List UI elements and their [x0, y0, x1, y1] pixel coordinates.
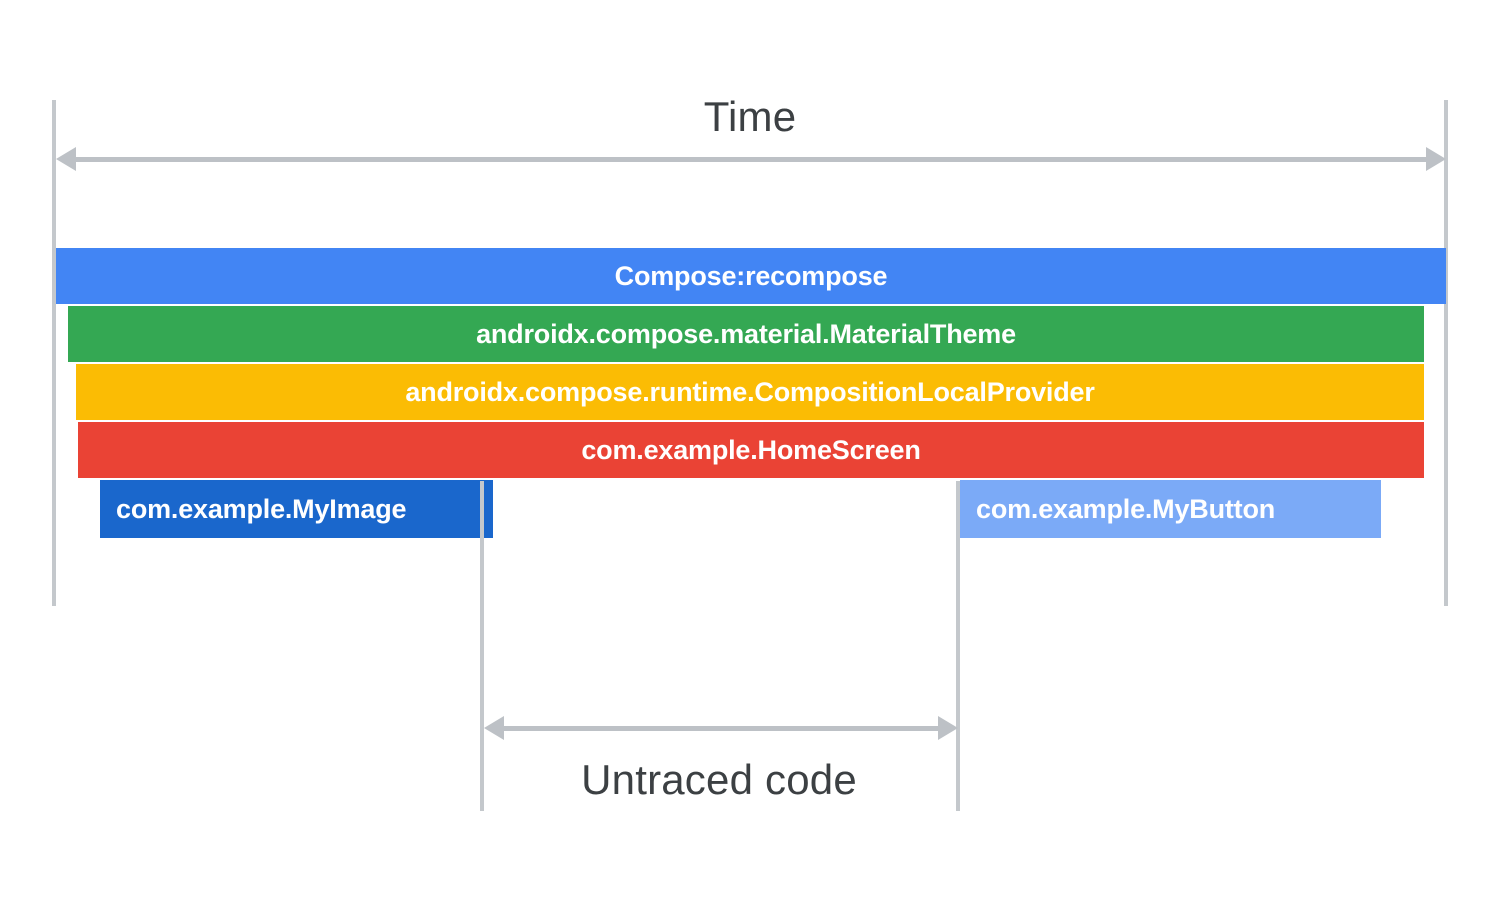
trace-bar-label: androidx.compose.runtime.CompositionLoca…	[405, 376, 1095, 407]
arrow-head-right-icon	[1426, 147, 1446, 171]
untraced-gap-left-guide	[480, 481, 484, 811]
trace-bar-my-image[interactable]: com.example.MyImage	[100, 480, 493, 538]
untraced-code-label: Untraced code	[581, 756, 857, 803]
arrow-shaft	[76, 156, 1426, 162]
arrow-head-left-icon	[484, 716, 504, 740]
trace-bar-label: Compose:recompose	[614, 260, 888, 291]
trace-bar-label: com.example.MyImage	[116, 493, 407, 524]
time-axis-left-guide	[52, 100, 56, 606]
trace-bar-material-theme[interactable]: androidx.compose.material.MaterialTheme	[68, 306, 1424, 362]
untraced-gap-right-guide	[956, 481, 960, 811]
trace-bar-my-button[interactable]: com.example.MyButton	[960, 480, 1381, 538]
arrow-head-left-icon	[56, 147, 76, 171]
trace-bar-label: androidx.compose.material.MaterialTheme	[476, 318, 1016, 349]
trace-bar-home-screen[interactable]: com.example.HomeScreen	[78, 422, 1424, 478]
untraced-gap-arrow	[484, 716, 958, 740]
trace-bar-composition-local-provider[interactable]: androidx.compose.runtime.CompositionLoca…	[76, 364, 1424, 420]
time-axis-arrow	[56, 147, 1446, 171]
arrow-shaft	[504, 725, 938, 731]
trace-bar-label: com.example.MyButton	[976, 493, 1276, 524]
time-axis-right-guide	[1444, 100, 1448, 606]
trace-bar-compose-recompose[interactable]: Compose:recompose	[56, 248, 1446, 304]
time-axis-label: Time	[703, 93, 797, 140]
trace-bar-label: com.example.HomeScreen	[581, 434, 921, 465]
arrow-head-right-icon	[938, 716, 958, 740]
